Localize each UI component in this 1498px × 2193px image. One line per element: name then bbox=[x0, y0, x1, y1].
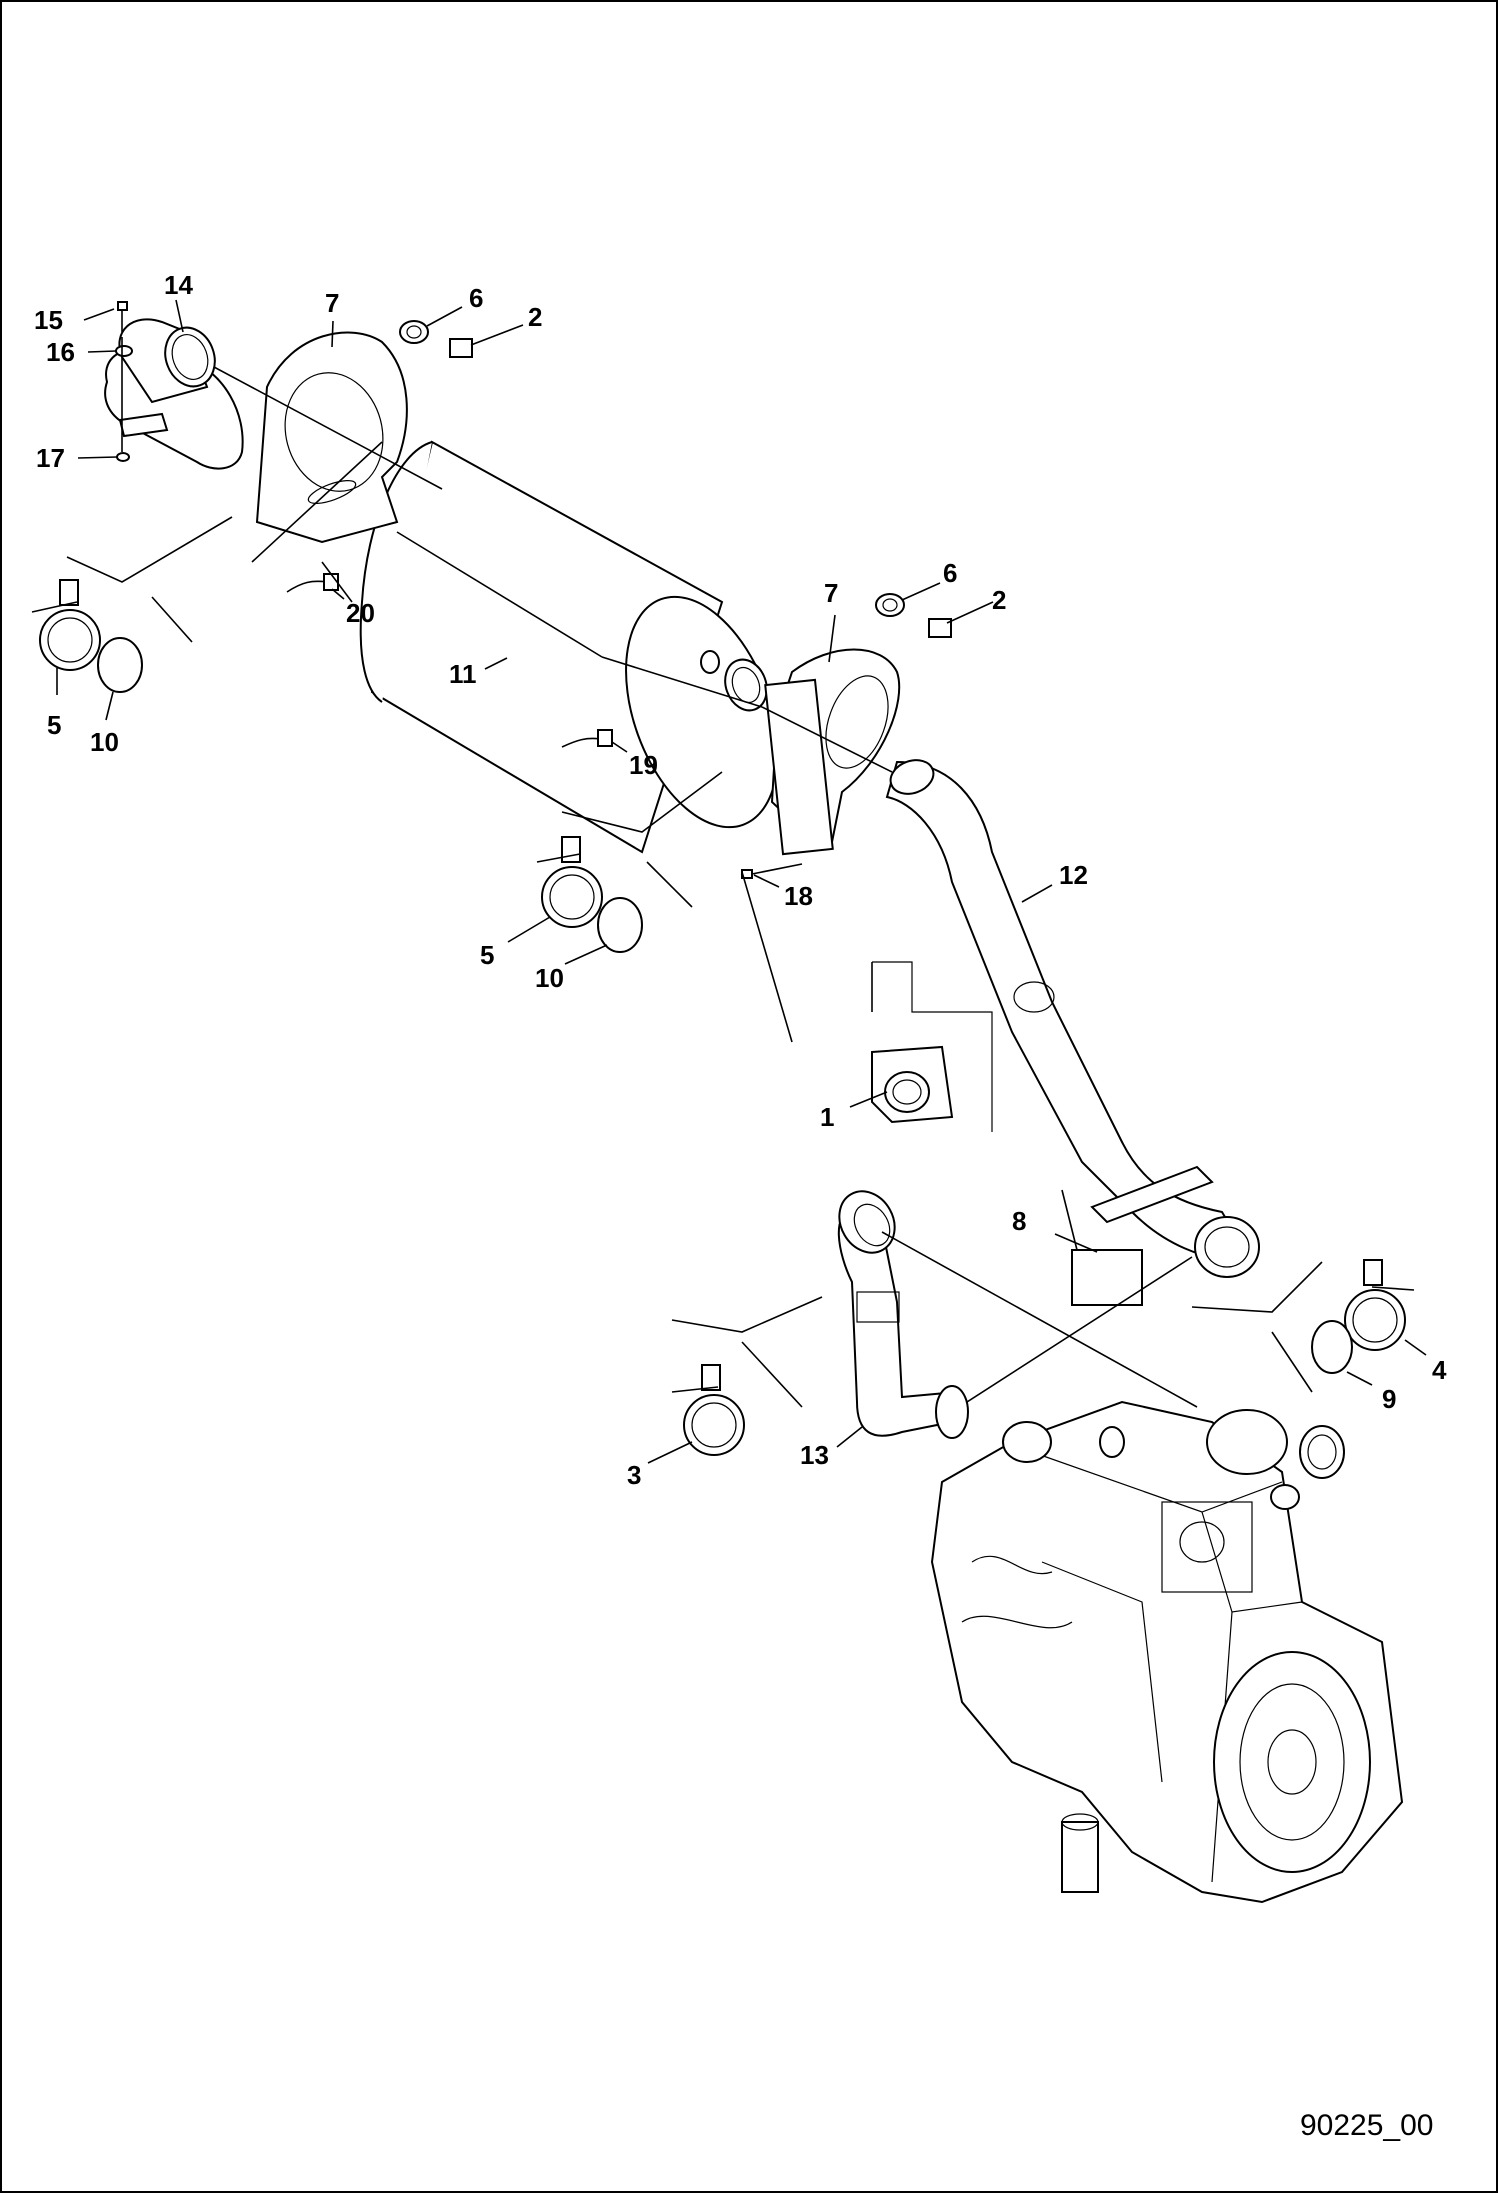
callout-5-upper: 5 bbox=[47, 710, 61, 740]
callout-13: 13 bbox=[800, 1440, 829, 1470]
callout-1: 1 bbox=[820, 1102, 834, 1132]
clamp-part-5-upper bbox=[31, 579, 101, 671]
sensor-module-part-1 bbox=[871, 1045, 954, 1124]
nut-part-2-lower bbox=[928, 618, 952, 638]
callout-14: 14 bbox=[164, 270, 193, 300]
callout-labels: 15 14 16 17 7 6 2 20 11 5 10 19 6 2 7 12… bbox=[34, 270, 1447, 1490]
callout-5-lower: 5 bbox=[480, 940, 494, 970]
nut-part-2-upper bbox=[449, 338, 473, 358]
callout-11: 11 bbox=[449, 659, 477, 689]
callout-10-upper: 10 bbox=[90, 727, 119, 757]
nut-part-17 bbox=[116, 452, 130, 462]
callout-15: 15 bbox=[34, 305, 63, 335]
clamp-part-3 bbox=[671, 1364, 745, 1456]
bracket-part-8 bbox=[1071, 1165, 1214, 1306]
callout-7-left: 7 bbox=[325, 288, 339, 318]
callout-8: 8 bbox=[1012, 1206, 1026, 1236]
clamp-part-5-lower bbox=[536, 836, 603, 928]
callout-3: 3 bbox=[627, 1460, 641, 1490]
mounting-plate-part-7-right bbox=[764, 648, 901, 856]
callout-2-upper: 2 bbox=[528, 302, 542, 332]
callout-2-lower: 2 bbox=[992, 585, 1006, 615]
callout-9: 9 bbox=[1382, 1384, 1396, 1414]
tailpipe-part-14 bbox=[104, 318, 244, 470]
callout-17: 17 bbox=[36, 443, 65, 473]
bolt-part-18 bbox=[741, 863, 803, 879]
callout-6-upper: 6 bbox=[469, 283, 483, 313]
callout-7-right: 7 bbox=[824, 578, 838, 608]
gasket-part-10-upper bbox=[97, 637, 143, 693]
turbo-pipe-part-13 bbox=[837, 1190, 969, 1439]
callout-16: 16 bbox=[46, 337, 75, 367]
callout-6-lower: 6 bbox=[943, 558, 957, 588]
callout-4: 4 bbox=[1432, 1355, 1447, 1385]
exhaust-pipe-part-12 bbox=[885, 759, 1260, 1278]
assembly-lines bbox=[66, 366, 1323, 1408]
engine-assembly bbox=[930, 1400, 1404, 1904]
gasket-part-9 bbox=[1311, 1320, 1353, 1374]
callout-19: 19 bbox=[629, 750, 658, 780]
sensor-part-19 bbox=[561, 729, 613, 748]
leader-lines bbox=[56, 299, 1427, 1464]
bolt-part-15 bbox=[117, 301, 128, 332]
callout-20: 20 bbox=[346, 598, 375, 628]
sensor-part-20 bbox=[286, 573, 339, 593]
callout-18: 18 bbox=[784, 881, 813, 911]
washer-part-16 bbox=[115, 345, 133, 357]
callout-12: 12 bbox=[1059, 860, 1088, 890]
isolator-part-6-lower bbox=[875, 593, 905, 617]
gasket-part-10-lower bbox=[597, 897, 643, 953]
clamp-part-4 bbox=[1344, 1259, 1415, 1351]
callout-10-lower: 10 bbox=[535, 963, 564, 993]
figure-number: 90225_00 bbox=[1300, 2109, 1433, 2142]
muffler-part-11 bbox=[359, 440, 779, 854]
isolator-part-6-upper bbox=[399, 320, 429, 344]
mounting-plate-part-7-left bbox=[255, 331, 408, 544]
